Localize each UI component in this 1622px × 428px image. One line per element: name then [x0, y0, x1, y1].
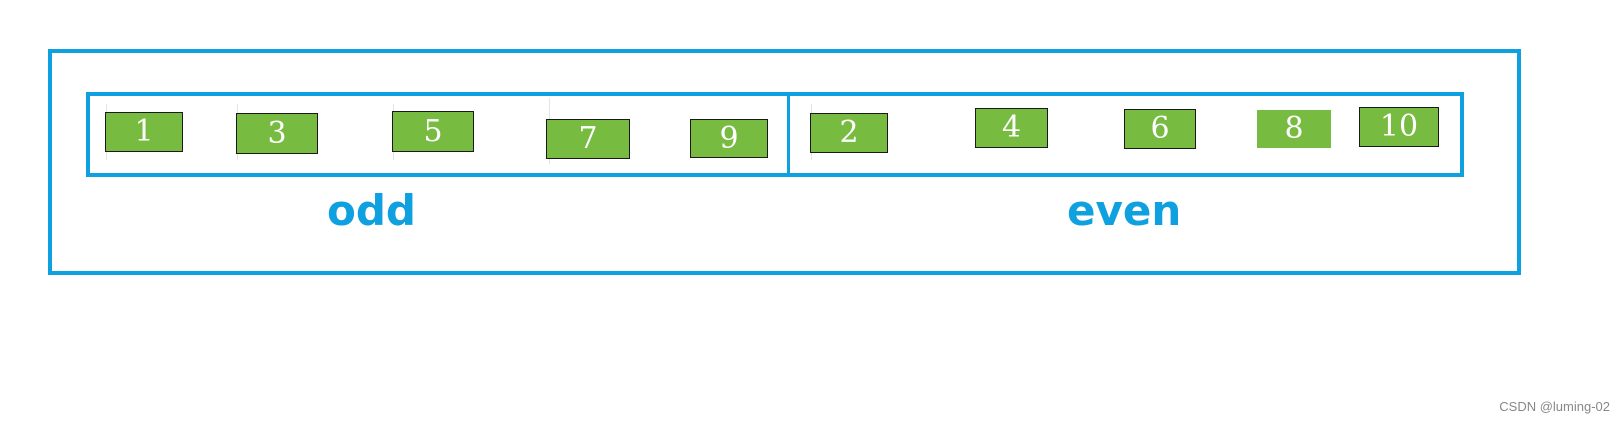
even-box-6: 6: [1124, 109, 1196, 149]
odd-box-9: 9: [690, 119, 768, 158]
odd-group-label: odd: [327, 186, 416, 235]
outer-frame: [48, 49, 1521, 275]
even-box-10: 10: [1359, 107, 1439, 147]
watermark: CSDN @luming-02: [1499, 399, 1610, 414]
even-box-8: 8: [1257, 110, 1331, 148]
odd-box-1: 1: [105, 112, 183, 152]
odd-box-5: 5: [392, 111, 474, 152]
group-divider: [787, 92, 790, 173]
inner-frame: [86, 92, 1464, 177]
odd-box-3: 3: [236, 113, 318, 154]
even-group-label: even: [1067, 186, 1182, 235]
odd-box-7: 7: [546, 119, 630, 159]
even-box-4: 4: [975, 108, 1048, 148]
even-box-2: 2: [810, 113, 888, 153]
